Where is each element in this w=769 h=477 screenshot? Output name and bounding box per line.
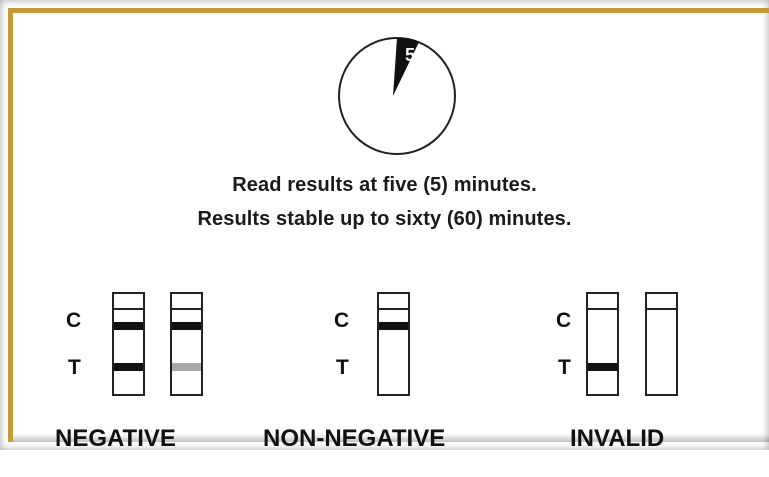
test-strip bbox=[586, 292, 619, 396]
test-band-dark bbox=[588, 363, 617, 371]
test-strip bbox=[112, 292, 145, 396]
control-band bbox=[114, 322, 143, 330]
control-letter: C bbox=[334, 309, 350, 332]
control-letter: C bbox=[66, 309, 82, 332]
result-label-negative: NEGATIVE bbox=[55, 425, 176, 452]
strip-cap bbox=[647, 308, 676, 310]
test-letter: T bbox=[558, 356, 571, 379]
strip-cap bbox=[588, 308, 617, 310]
strip-cap bbox=[379, 308, 408, 310]
control-band bbox=[379, 322, 408, 330]
control-band bbox=[172, 322, 201, 330]
result-label-invalid: INVALID bbox=[570, 425, 665, 452]
test-band-dark bbox=[114, 363, 143, 371]
test-band-faint bbox=[172, 363, 201, 371]
result-label-non-negative: NON-NEGATIVE bbox=[263, 425, 446, 452]
test-strip bbox=[170, 292, 203, 396]
strip-cap bbox=[172, 308, 201, 310]
timer-label: 5 bbox=[405, 45, 415, 65]
instruction-stable-time: Results stable up to sixty (60) minutes. bbox=[197, 208, 572, 230]
test-strip bbox=[377, 292, 410, 396]
test-letter: T bbox=[68, 356, 81, 379]
strip-cap bbox=[114, 308, 143, 310]
test-letter: T bbox=[336, 356, 349, 379]
control-letter: C bbox=[556, 309, 572, 332]
instruction-read-time: Read results at five (5) minutes. bbox=[232, 174, 537, 196]
timer-wedge bbox=[393, 37, 419, 96]
image-frame bbox=[8, 8, 769, 442]
test-strip bbox=[645, 292, 678, 396]
